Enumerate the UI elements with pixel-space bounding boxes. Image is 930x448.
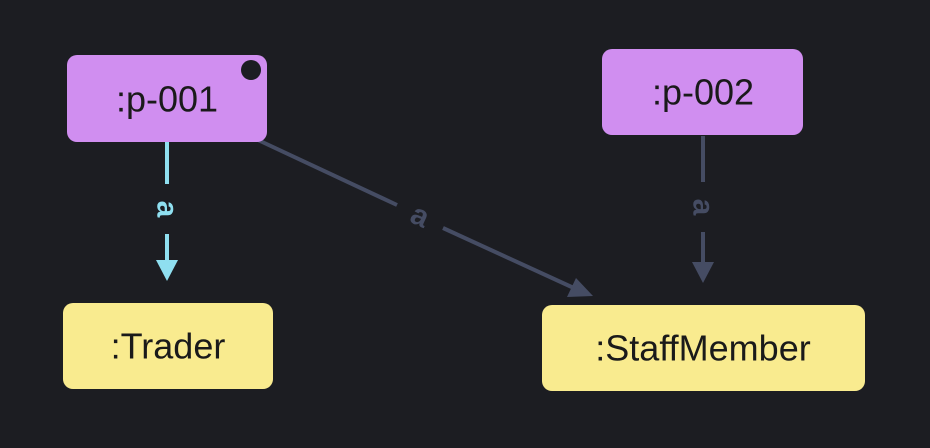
edge-p002-staff[interactable]: a bbox=[687, 136, 720, 283]
node-p002-box bbox=[602, 49, 803, 135]
node-p001-label: :p-001 bbox=[116, 79, 218, 120]
edge-p001-staff[interactable]: a bbox=[257, 138, 593, 297]
edge-label-p002-staff: a bbox=[687, 199, 720, 216]
node-trader-box bbox=[63, 303, 273, 389]
arrowhead-p002-staff bbox=[692, 262, 714, 283]
node-staffmember-box bbox=[542, 305, 865, 391]
node-p002-label: :p-002 bbox=[652, 72, 754, 113]
arrowhead-p001-trader bbox=[156, 260, 178, 281]
node-p001[interactable]: :p-001 bbox=[67, 55, 267, 142]
node-staffmember[interactable]: :StaffMember bbox=[542, 305, 865, 391]
node-trader[interactable]: :Trader bbox=[63, 303, 273, 389]
node-p002[interactable]: :p-002 bbox=[602, 49, 803, 135]
node-p001-box bbox=[67, 55, 267, 142]
node-trader-label: :Trader bbox=[111, 326, 226, 367]
arrowhead-p001-staff bbox=[567, 278, 593, 297]
edge-line-p001-staff-lower bbox=[442, 226, 577, 291]
node-staffmember-label: :StaffMember bbox=[595, 328, 810, 369]
edge-label-p001-trader: a bbox=[151, 201, 184, 218]
edge-label-p001-staff: a bbox=[405, 198, 434, 235]
selection-dot-icon bbox=[241, 60, 261, 80]
edge-line-p001-staff-upper bbox=[257, 138, 398, 207]
edge-p001-trader[interactable]: a bbox=[151, 142, 184, 281]
